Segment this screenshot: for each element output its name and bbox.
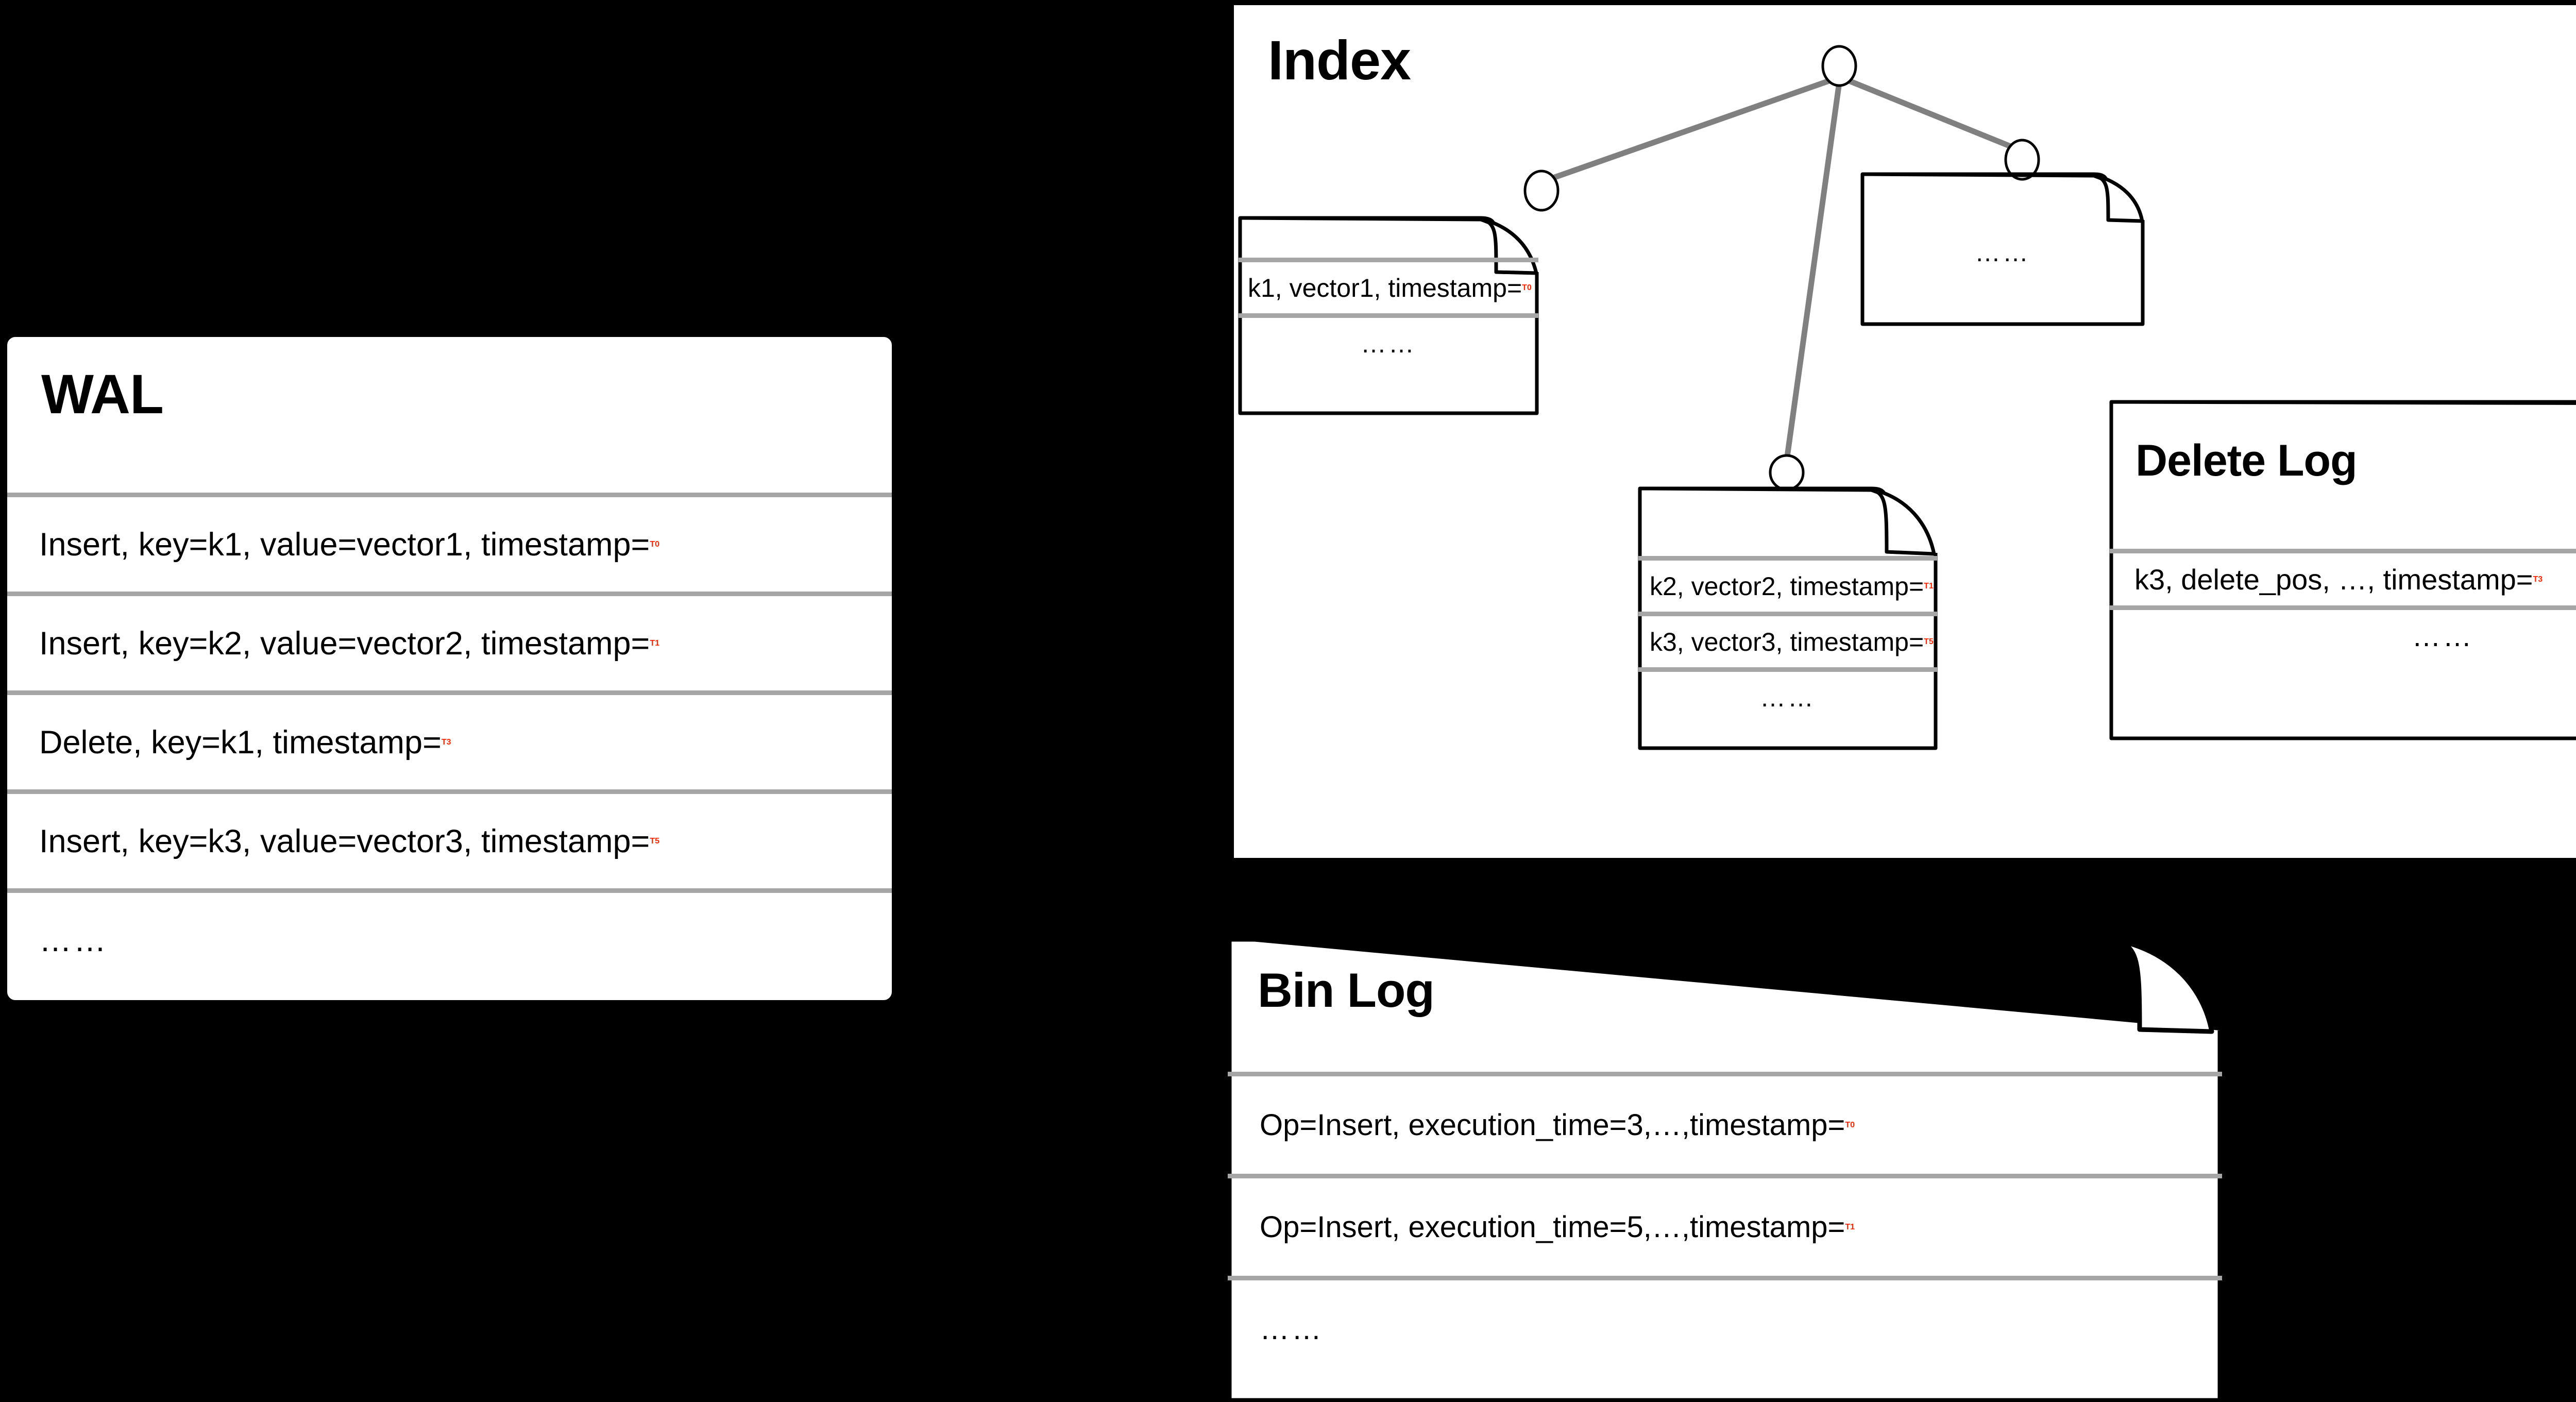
- ellipsis-text: ……: [1760, 683, 1816, 712]
- delete-log-card: Delete Log k3, delete_pos, …, timestamp=…: [2109, 400, 2576, 740]
- card-row-text: k2, vector2, timestamp=: [1650, 571, 1924, 601]
- table-row: Delete, key=k1, timestamp=T3: [7, 690, 892, 789]
- ellipsis-text: ……: [1975, 238, 2030, 267]
- card-row-text: k1, vector1, timestamp=: [1248, 273, 1522, 302]
- folded-page-shape: [2109, 400, 2576, 740]
- table-row: k1, vector1, timestamp=T0: [1239, 258, 1538, 313]
- table-row: Insert, key=k3, value=vector3, timestamp…: [7, 789, 892, 888]
- ellipsis-text: ……: [2412, 620, 2474, 652]
- timestamp-badge: T0: [1522, 283, 1532, 292]
- folded-page-shape: [1227, 937, 2223, 1402]
- bin-log-title: Bin Log: [1258, 963, 1435, 1017]
- wal-row-text: Insert, key=k2, value=vector2, timestamp…: [39, 625, 650, 662]
- card-k2-row-list: k2, vector2, timestamp=T1 k3, vector3, t…: [1638, 556, 1937, 723]
- timestamp-badge: T3: [441, 737, 451, 747]
- timestamp-badge: T5: [650, 836, 659, 846]
- wal-panel: WAL Insert, key=k1, value=vector1, times…: [4, 334, 895, 1003]
- timestamp-badge: T1: [1924, 581, 1934, 590]
- folded-page-shape: [1860, 172, 2145, 326]
- ellipsis-text: ……: [1361, 329, 1416, 358]
- index-card-k2: k2, vector2, timestamp=T1 k3, vector3, t…: [1638, 486, 1938, 750]
- table-row: k3, vector3, timestamp=T5: [1638, 612, 1937, 667]
- wal-row-text: Insert, key=k1, value=vector1, timestamp…: [39, 526, 650, 563]
- table-row: ……: [1239, 313, 1538, 369]
- bin-log-row-text: Op=Insert, execution_time=5,…,timestamp=: [1260, 1210, 1845, 1244]
- delete-log-row-list: k3, delete_pos, …, timestamp=T3 ……: [2110, 549, 2576, 662]
- timestamp-badge: T1: [1845, 1222, 1855, 1231]
- bin-log-row-text: Op=Insert, execution_time=3,…,timestamp=: [1260, 1108, 1845, 1142]
- folded-page-shape: [1638, 486, 1938, 750]
- index-title: Index: [1268, 29, 1411, 91]
- bin-log-card: Bin Log Op=Insert, execution_time=3,…,ti…: [1227, 937, 2223, 1402]
- wal-row-text: Insert, key=k3, value=vector3, timestamp…: [39, 823, 650, 859]
- wal-row-list: Insert, key=k1, value=vector1, timestamp…: [7, 493, 892, 987]
- timestamp-badge: T5: [1924, 637, 1934, 646]
- table-row: Op=Insert, execution_time=3,…,timestamp=…: [1228, 1072, 2222, 1174]
- index-card-overflow: ……: [1860, 172, 2145, 326]
- bin-log-row-list: Op=Insert, execution_time=3,…,timestamp=…: [1228, 1072, 2222, 1378]
- table-row: ……: [7, 888, 892, 987]
- ellipsis-text: ……: [1260, 1312, 1324, 1346]
- timestamp-badge: T1: [650, 638, 659, 648]
- table-row: ……: [1638, 667, 1937, 723]
- index-card-k1: k1, vector1, timestamp=T0 ……: [1238, 216, 1539, 415]
- table-row: Insert, key=k1, value=vector1, timestamp…: [7, 493, 892, 592]
- table-row: ……: [1228, 1276, 2222, 1378]
- table-row: Op=Insert, execution_time=5,…,timestamp=…: [1228, 1174, 2222, 1276]
- card-row-text: k3, vector3, timestamp=: [1650, 627, 1924, 656]
- table-row: k2, vector2, timestamp=T1: [1638, 556, 1937, 612]
- card-k1-row-list: k1, vector1, timestamp=T0 ……: [1239, 258, 1538, 369]
- wal-row-text: Delete, key=k1, timestamp=: [39, 724, 442, 761]
- delete-log-title: Delete Log: [2136, 436, 2358, 485]
- delete-log-row-text: k3, delete_pos, …, timestamp=: [2134, 563, 2533, 596]
- timestamp-badge: T0: [1845, 1120, 1855, 1129]
- timestamp-badge: T0: [650, 539, 659, 549]
- table-row: Insert, key=k2, value=vector2, timestamp…: [7, 592, 892, 690]
- wal-title: WAL: [41, 363, 164, 425]
- table-row: k3, delete_pos, …, timestamp=T3: [2110, 549, 2576, 605]
- ellipsis-text: ……: [39, 922, 108, 958]
- table-row: ……: [2110, 605, 2576, 662]
- timestamp-badge: T3: [2533, 575, 2543, 584]
